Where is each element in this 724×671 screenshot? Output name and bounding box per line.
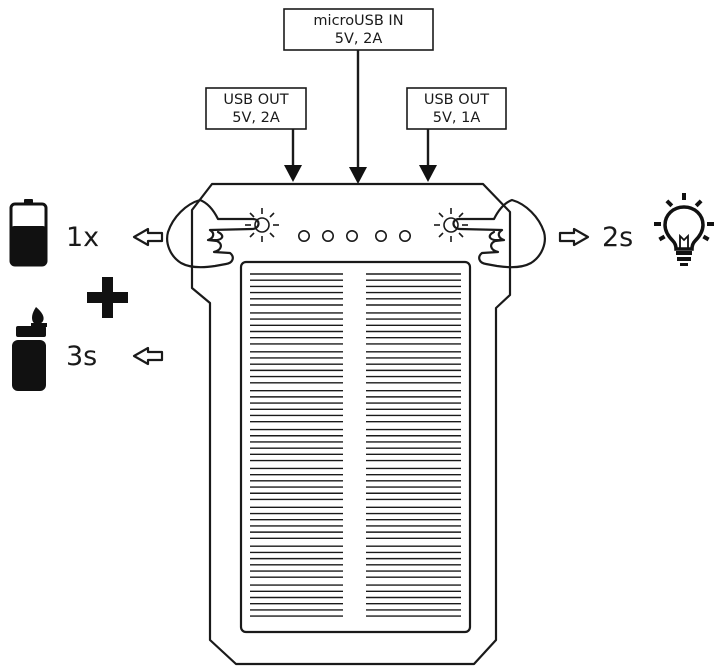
- led-indicator: [297, 230, 310, 243]
- led-indicator: [398, 230, 411, 243]
- label-microusb-in-line1: microUSB IN: [313, 13, 403, 29]
- label-usb-out-left: USB OUT 5V, 2A: [205, 87, 307, 130]
- port-arrows: [284, 50, 437, 184]
- led-indicator: [345, 230, 358, 243]
- led-indicator: [321, 230, 334, 243]
- battery-icon: [9, 199, 48, 267]
- arrowhead-microusb: [349, 167, 367, 184]
- hand-pointer-left-icon: [166, 198, 260, 269]
- lighter-function-label: 3s: [66, 341, 97, 372]
- label-usb-out-left-line2: 5V, 2A: [232, 110, 280, 126]
- battery-check-label: 1x: [66, 222, 99, 253]
- left-button-press-icon: [245, 208, 279, 242]
- label-usb-out-right: USB OUT 5V, 1A: [406, 87, 507, 130]
- powerbank-body: [190, 182, 512, 666]
- arrow-left-icon: [132, 227, 164, 247]
- plus-icon: [87, 277, 128, 318]
- arrowhead-usb-out-right: [419, 165, 437, 182]
- label-usb-out-right-line2: 5V, 1A: [433, 110, 481, 126]
- arrowhead-usb-out-left: [284, 165, 302, 182]
- label-usb-out-right-line1: USB OUT: [424, 92, 489, 108]
- hand-pointer-right-icon: [452, 198, 546, 269]
- lightbulb-icon: [654, 193, 714, 266]
- arrow-left-icon: [132, 346, 164, 366]
- light-button-label: 2s: [602, 222, 633, 253]
- label-microusb-in: microUSB IN 5V, 2A: [283, 8, 434, 51]
- label-usb-out-left-line1: USB OUT: [223, 92, 288, 108]
- solar-panel-lines: [250, 273, 461, 617]
- label-microusb-in-line2: 5V, 2A: [335, 31, 383, 47]
- led-indicators: [297, 230, 411, 243]
- right-button-press-icon: [434, 208, 468, 242]
- arrow-right-icon: [558, 227, 590, 247]
- lighter-icon: [12, 307, 47, 391]
- led-indicator: [374, 230, 387, 243]
- solar-panel: [239, 260, 472, 634]
